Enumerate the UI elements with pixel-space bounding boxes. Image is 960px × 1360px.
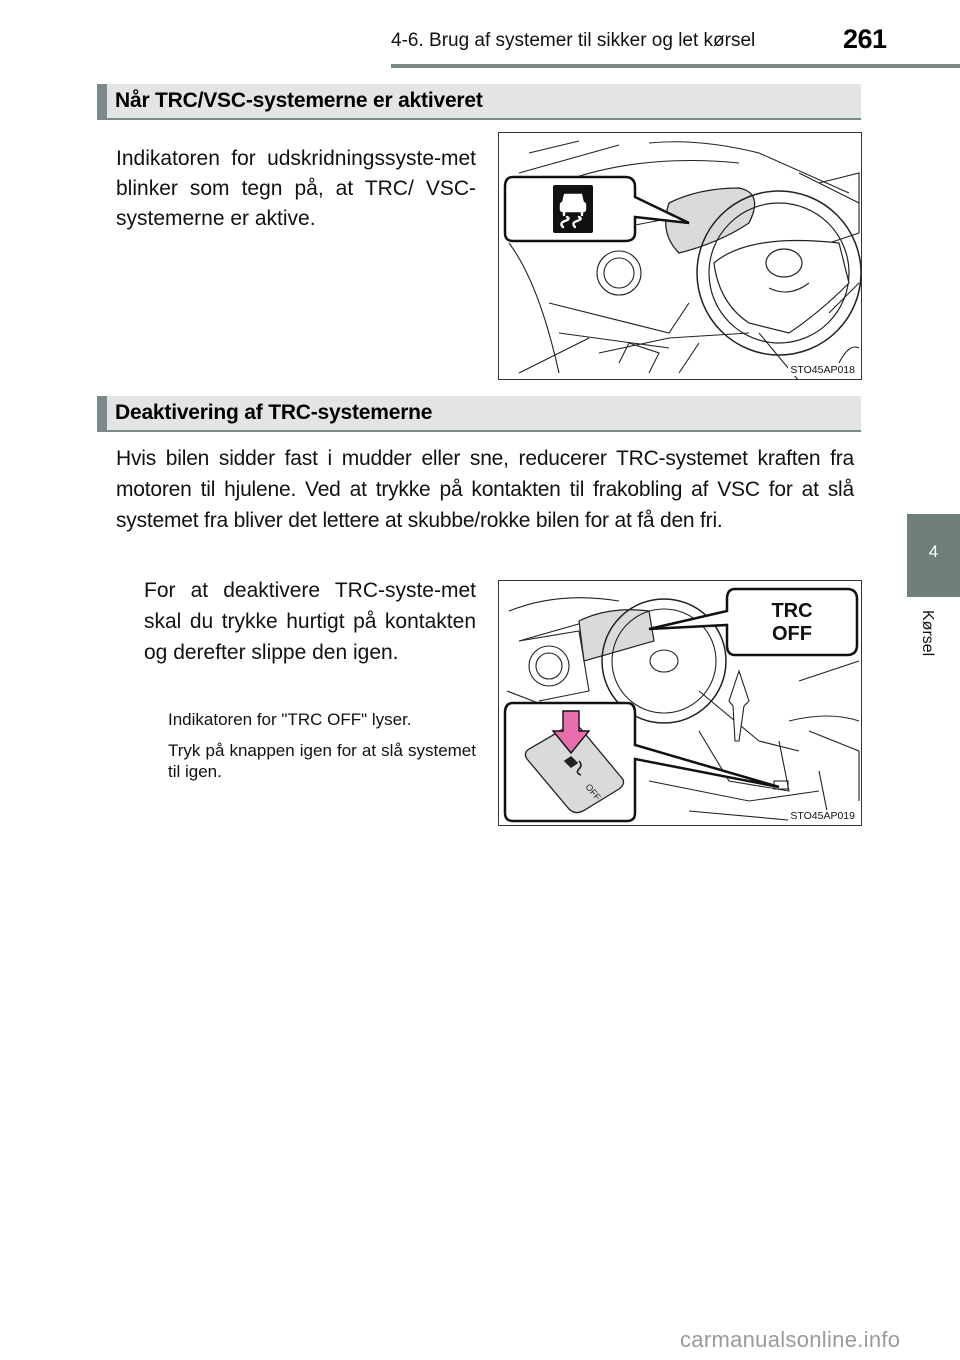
page-number: 261: [843, 24, 887, 54]
trc-off-button-icon: [563, 755, 582, 776]
note-press-again: Tryk på knappen igen for at slå systemet…: [168, 741, 476, 781]
section-heading-text: Deaktivering af TRC-systemerne: [115, 401, 433, 424]
chapter-tab: 4: [907, 514, 960, 597]
figure-dashboard-skid-indicator: STO45AP018: [498, 132, 862, 380]
figure-trc-off-switch: TRC OFF OFF STO45AP019: [498, 580, 862, 826]
section-2-intro: Hvis bilen sidder fast i mudder eller sn…: [116, 447, 854, 532]
section-heading-text: Når TRC/VSC-systemerne er aktiveret: [115, 89, 483, 112]
callout-line-2: OFF: [772, 623, 812, 645]
press-arrow-icon: [551, 710, 591, 755]
figure-caption: STO45AP018: [788, 364, 857, 376]
note-indicator-lights: Indikatoren for "TRC OFF" lyser.: [168, 710, 412, 729]
heading-accent-bar: [97, 84, 107, 118]
section-heading-deactivate-trc: Deaktivering af TRC-systemerne: [97, 396, 861, 432]
callout-line-1: TRC: [771, 600, 812, 622]
watermark-text: carmanualsonline.info: [680, 1327, 901, 1352]
dashboard-illustration: [503, 140, 861, 379]
step-instruction: For at deaktivere TRC-syste-met skal du …: [144, 579, 476, 664]
console-illustration: TRC OFF OFF: [503, 587, 860, 823]
chapter-label: Kørsel: [919, 610, 936, 657]
chapter-section-title: 4-6. Brug af systemer til sikker og let …: [391, 30, 756, 51]
section-1-body: Indikatoren for udskridningssyste-met bl…: [116, 147, 476, 230]
figure-caption: STO45AP019: [788, 810, 857, 822]
chapter-number: 4: [928, 542, 939, 561]
heading-accent-bar: [97, 396, 107, 430]
header-divider: [391, 64, 960, 68]
skid-indicator-icon: [559, 193, 587, 229]
section-heading-trc-vsc-active: Når TRC/VSC-systemerne er aktiveret: [97, 84, 861, 120]
